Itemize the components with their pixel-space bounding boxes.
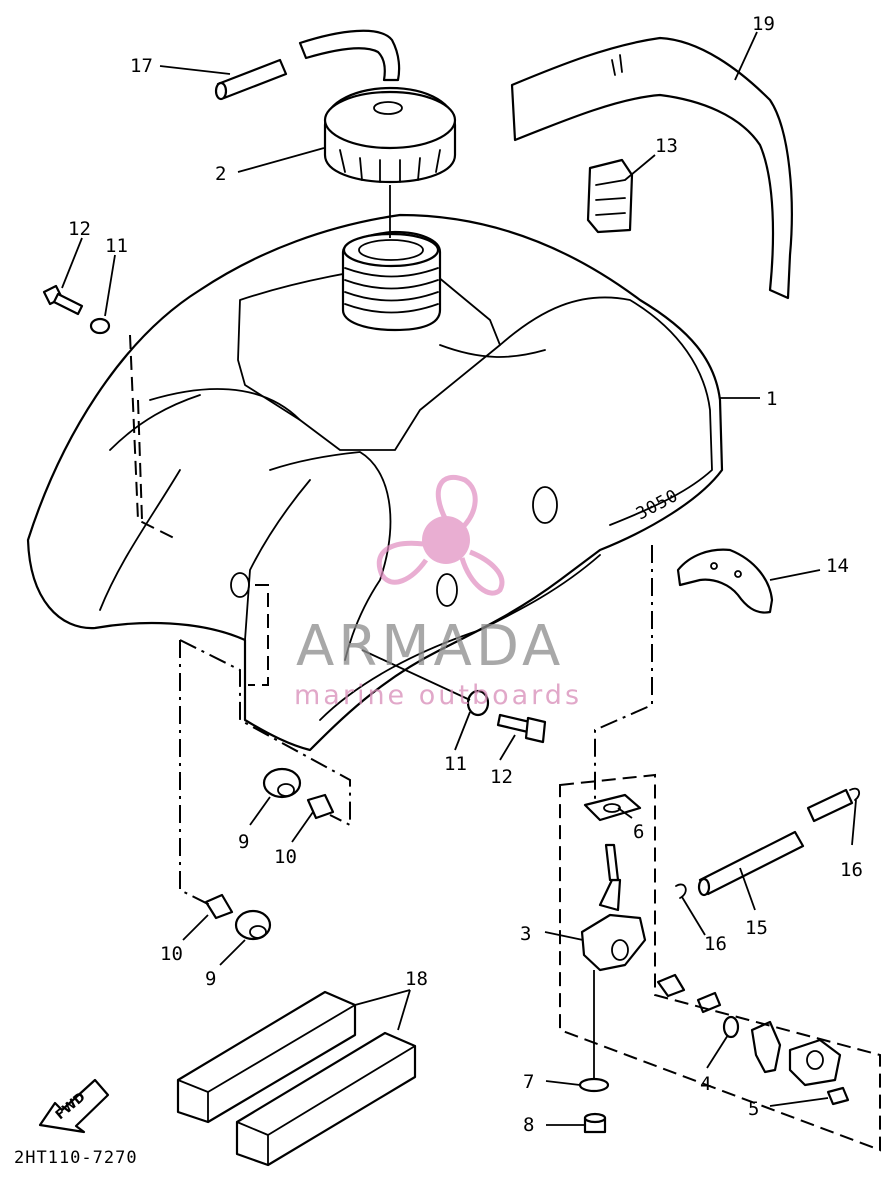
- callout-12-lower: 12: [490, 766, 513, 788]
- callout-7: 7: [523, 1071, 534, 1093]
- collar-10-upper: [306, 793, 335, 820]
- fuel-hose: [697, 788, 854, 897]
- fuel-tank: 3050: [26, 213, 724, 752]
- callout-10-upper: 10: [274, 846, 297, 868]
- watermark-logo: [376, 474, 505, 596]
- callout-1: 1: [766, 388, 777, 410]
- diagram-code: 2HT110-7270: [14, 1148, 138, 1168]
- callout-9-lower: 9: [205, 968, 216, 990]
- callout-13: 13: [655, 135, 678, 157]
- callout-14: 14: [826, 555, 849, 577]
- callout-8: 8: [523, 1114, 534, 1136]
- seal-7: [578, 1077, 610, 1093]
- callout-3: 3: [520, 923, 531, 945]
- collar-10-lower: [204, 893, 234, 920]
- damper-bracket: [676, 548, 774, 614]
- callout-9-upper: 9: [238, 831, 249, 853]
- fuel-cap: [323, 86, 457, 238]
- gasket-6: [583, 793, 642, 822]
- callout-4: 4: [700, 1073, 711, 1095]
- callout-6: 6: [633, 821, 644, 843]
- fuel-cock: [580, 843, 647, 972]
- bolt-12-upper: [42, 284, 84, 316]
- fwd-arrow: FWD: [38, 1078, 110, 1134]
- bolt-12-lower: [496, 713, 547, 744]
- washer-11-lower: [466, 689, 490, 717]
- callout-11-upper: 11: [105, 235, 128, 257]
- callout-10-lower: 10: [160, 943, 183, 965]
- damper-9-lower: [234, 909, 272, 941]
- cup-8: [583, 1112, 607, 1134]
- callout-16-left: 16: [704, 933, 727, 955]
- callout-2: 2: [215, 163, 226, 185]
- watermark-subtitle: marine outboards: [294, 680, 582, 711]
- washer-11-upper: [89, 317, 111, 335]
- callout-18: 18: [405, 968, 428, 990]
- damper-9-upper: [262, 767, 302, 799]
- callout-15: 15: [745, 917, 768, 939]
- cock-parts: [656, 973, 850, 1106]
- clip: [586, 158, 634, 234]
- breather-hose: [214, 29, 401, 101]
- callout-11-lower: 11: [444, 753, 467, 775]
- pad-18: [176, 990, 417, 1167]
- callout-19: 19: [752, 13, 775, 35]
- callout-16-right: 16: [840, 859, 863, 881]
- tank-pad: [510, 36, 793, 300]
- callout-12-upper: 12: [68, 218, 91, 240]
- callout-17: 17: [130, 55, 153, 77]
- callout-5: 5: [748, 1098, 759, 1120]
- watermark-title: ARMADA: [296, 614, 564, 679]
- leader-lines: [61, 31, 857, 1126]
- hose-clips: [675, 787, 861, 899]
